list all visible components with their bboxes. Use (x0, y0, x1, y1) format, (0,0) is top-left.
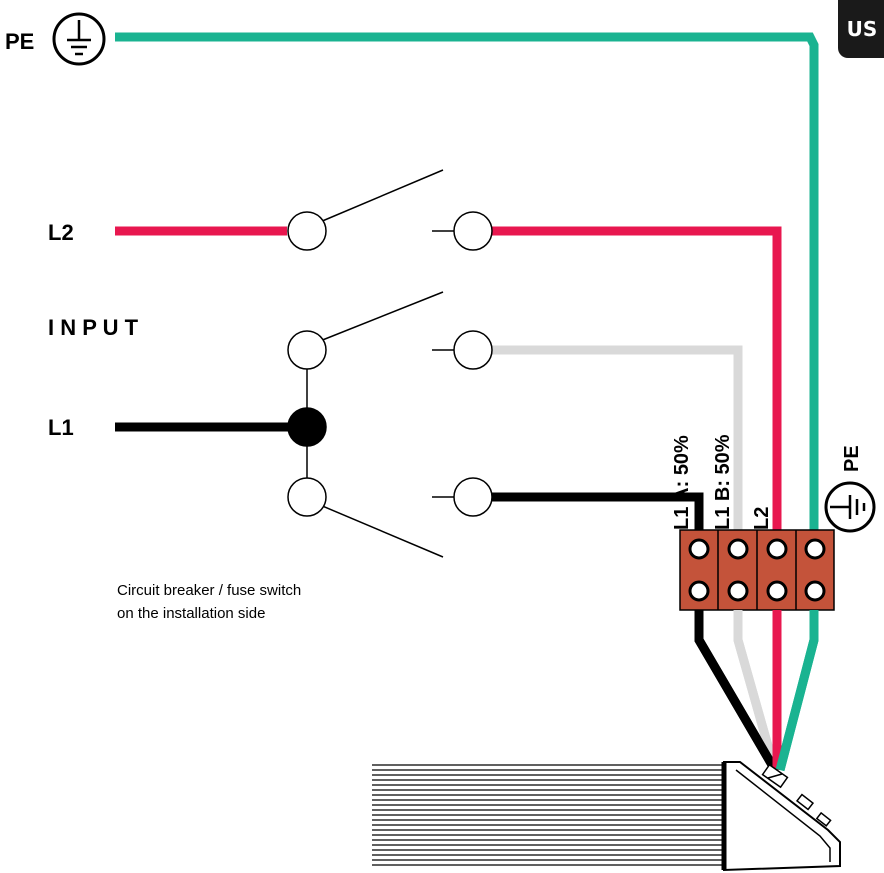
breaker-caption-line2: on the installation side (117, 605, 265, 622)
heater-unit-icon (372, 761, 841, 872)
ground-icon (824, 481, 876, 533)
terminal-l2-label: L2 (751, 507, 773, 530)
terminal-block-icon (679, 529, 835, 611)
l1-label: L1 (48, 415, 74, 440)
ground-icon (52, 12, 106, 66)
terminal-pe-label: PE (841, 445, 863, 472)
terminal-l1a-label: L1 A: 50% (671, 435, 693, 530)
breaker-switch-icon (287, 169, 493, 558)
region-badge: US (838, 0, 884, 58)
breaker-caption-line1: Circuit breaker / fuse switch (117, 582, 301, 599)
pe-top-label: PE (5, 29, 34, 54)
l2-label: L2 (48, 220, 74, 245)
input-label: I N P U T (48, 315, 139, 340)
wire-tails (694, 610, 819, 773)
terminal-l1b-label: L1 B: 50% (712, 434, 734, 530)
